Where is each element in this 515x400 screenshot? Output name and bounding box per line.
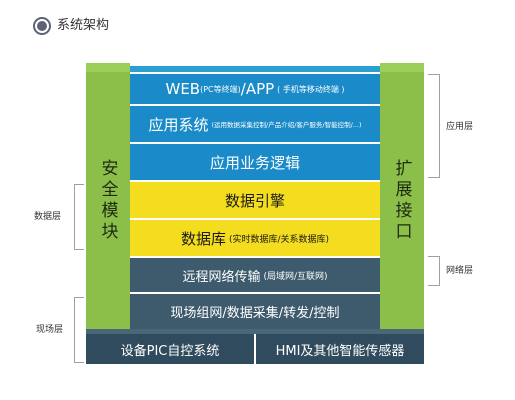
layer-app-sub: ( 手机等移动终端 ) [277,84,345,94]
base-hmi-sensors: HMI及其他智能传感器 [256,334,424,364]
layer-application-system-sub: (运用数据采集控制/产品介绍/客户服务/智能控制/...) [211,121,362,129]
extension-interface-label: 扩展接口 [391,158,412,243]
circle-bullet-icon [33,17,51,35]
layer-application-system: 应用系统 (运用数据采集控制/产品介绍/客户服务/智能控制/...) [130,104,380,142]
layer-business-logic: 应用业务逻辑 [130,142,380,180]
security-column-top [86,63,130,72]
layer-database: 数据库 (实时数据库/关系数据库) [130,218,380,256]
layer-web-sub: (PC等终端) [200,84,241,94]
field-layer-label: 现场层 [36,325,64,335]
layer-business-logic-label: 应用业务逻辑 [209,153,300,172]
layer-remote-network: 远程网络传输 (局域网/互联网) [130,256,380,292]
layer-web-label: WEB [165,80,201,98]
layer-data-engine: 数据引擎 [130,180,380,218]
network-layer-bracket [428,256,440,286]
application-layer-bracket [428,74,440,178]
layer-remote-network-label: 远程网络传输 [182,269,261,285]
page-title: 系统架构 [57,18,110,33]
field-layer-bracket [74,297,84,363]
layer-database-sub: (实时数据库/关系数据库) [228,234,330,245]
base-hmi-sensors-label: HMI及其他智能传感器 [275,343,405,359]
layer-app-label: /APP [240,80,275,98]
layer-field-network-label: 现场组网/数据采集/转发/控制 [170,306,340,321]
stack-top-cap [130,66,380,72]
extension-interface-column: 扩展接口 [380,72,424,329]
layer-data-engine-label: 数据引擎 [224,191,285,210]
layer-database-label: 数据库 [180,229,226,248]
application-layer-label: 应用层 [446,122,474,132]
layer-field-network: 现场组网/数据采集/转发/控制 [130,292,380,329]
network-layer-label: 网络层 [446,266,474,276]
base-device-plc: 设备PIC自控系统 [86,334,254,364]
base-device-plc-label: 设备PIC自控系统 [120,343,220,359]
extension-column-top [380,63,424,72]
layer-application-system-label: 应用系统 [148,115,209,134]
security-module-column: 安全模块 [86,72,130,329]
base-top-edge [86,329,424,334]
data-layer-label: 数据层 [34,212,62,222]
security-module-label: 安全模块 [97,158,118,243]
layer-remote-network-sub: (局域网/互联网) [263,271,328,282]
layer-web-app: WEB (PC等终端) /APP ( 手机等移动终端 ) [130,72,380,104]
data-layer-bracket [74,184,84,250]
